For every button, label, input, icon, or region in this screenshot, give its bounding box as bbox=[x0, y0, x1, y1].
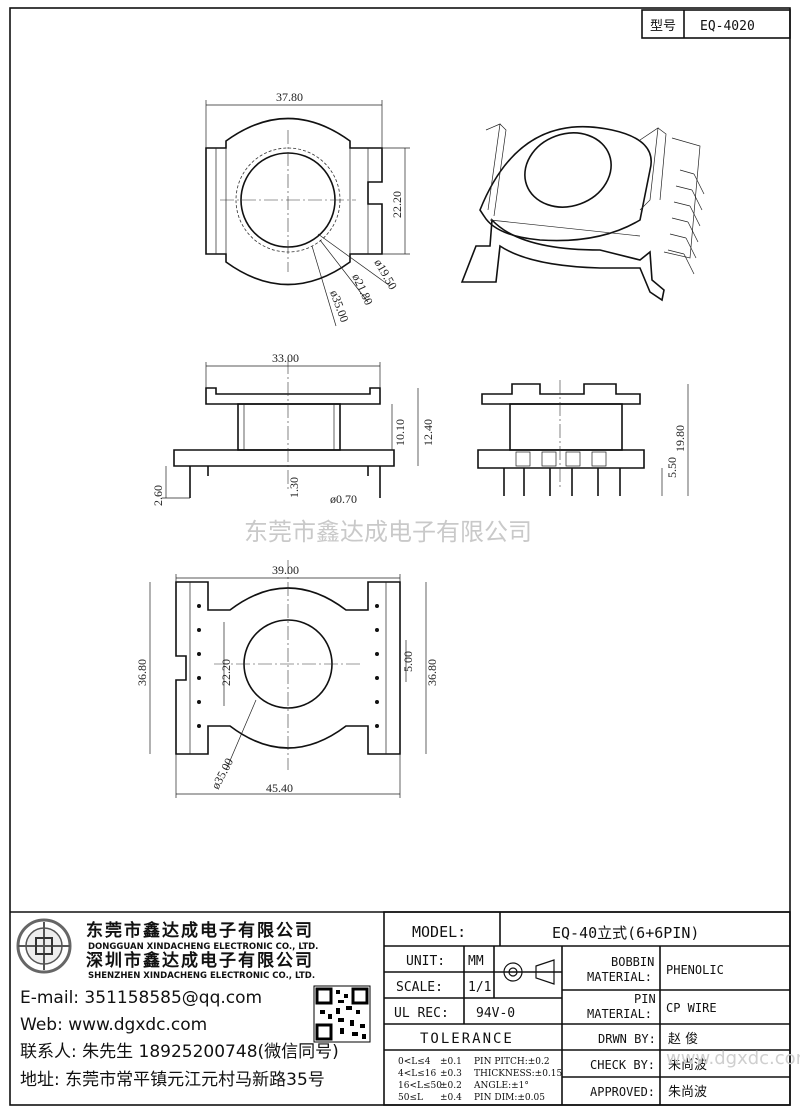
dim-bottom-height-right: 36.80 bbox=[425, 659, 439, 686]
unit-value: MM bbox=[468, 954, 484, 969]
tol-spec: ANGLE:±1° bbox=[473, 1081, 529, 1091]
pin-label-1: PIN bbox=[634, 992, 656, 1006]
company-name-1: 东莞市鑫达成电子有限公司 bbox=[86, 920, 314, 941]
pin-label-2: MATERIAL: bbox=[587, 1007, 652, 1021]
company-name-2-en: SHENZHEN XINDACHENG ELECTRONIC CO., LTD. bbox=[88, 971, 315, 981]
company-address: 地址: 东莞市常平镇元江元村马新路35号 bbox=[20, 1070, 325, 1090]
company-contact: 联系人: 朱先生 18925200748(微信同号) bbox=[20, 1042, 339, 1062]
tol-spec: PIN PITCH:±0.2 bbox=[474, 1057, 550, 1067]
title-block: MODEL: EQ-40立式(6+6PIN) UNIT: MM SCALE: 1… bbox=[383, 911, 800, 1106]
model-label: MODEL: bbox=[412, 923, 466, 941]
type-label: 型号 bbox=[650, 19, 676, 34]
company-name-2: 深圳市鑫达成电子有限公司 bbox=[86, 950, 314, 971]
model-header: 型号 EQ-4020 bbox=[641, 9, 791, 39]
company-email: E-mail: 351158585@qq.com bbox=[20, 988, 262, 1008]
pin-value: CP WIRE bbox=[666, 1001, 717, 1015]
dim-side-h2: 12.40 bbox=[421, 419, 435, 446]
tol-value: ±0.4 bbox=[440, 1093, 462, 1103]
approved-value: 朱尚波 bbox=[668, 1085, 707, 1100]
company-logo bbox=[16, 918, 72, 974]
company-block: 东莞市鑫达成电子有限公司 DONGGUAN XINDACHENG ELECTRO… bbox=[16, 918, 371, 1090]
bottom-view: 39.00 36.80 36.80 22.20 5.00 ø35.00 45.4… bbox=[135, 560, 439, 798]
dim-side-pin-dia: ø0.70 bbox=[330, 492, 357, 506]
dim-bottom-height-left: 36.80 bbox=[135, 659, 149, 686]
tol-spec: THICKNESS:±0.15 bbox=[474, 1069, 563, 1079]
company-web: Web: www.dgxdc.com bbox=[20, 1015, 207, 1035]
dim-end-pin: 5.50 bbox=[665, 457, 679, 478]
projection-symbol-icon bbox=[500, 959, 555, 985]
tol-range: 0<L≤4 bbox=[398, 1057, 431, 1067]
dim-side-h1: 10.10 bbox=[393, 419, 407, 446]
qr-code bbox=[313, 985, 371, 1043]
dim-dia-inner: ø19.50 bbox=[371, 257, 400, 293]
tol-spec: PIN DIM:±0.05 bbox=[474, 1093, 545, 1103]
type-value: EQ-4020 bbox=[700, 19, 755, 34]
dim-bottom-total: 45.40 bbox=[266, 781, 293, 795]
isometric-view bbox=[460, 123, 705, 302]
watermark-small: www.dgxdc.com bbox=[666, 1048, 800, 1069]
drwn-label: DRWN BY: bbox=[598, 1032, 656, 1046]
top-view: 37.80 22.20 ø19.50 ø21.80 ø35.00 bbox=[205, 90, 410, 327]
dim-dia-outer: ø35.00 bbox=[327, 288, 351, 324]
tolerance-label: TOLERANCE bbox=[420, 1031, 514, 1047]
dim-side-width: 33.00 bbox=[272, 351, 299, 365]
tol-value: ±0.3 bbox=[440, 1069, 462, 1079]
watermark: 东莞市鑫达成电子有限公司 bbox=[244, 518, 532, 546]
dim-bottom-inner: 22.20 bbox=[219, 659, 233, 686]
scale-value: 1/1 bbox=[468, 980, 491, 995]
bobbin-value: PHENOLIC bbox=[666, 963, 724, 977]
model-value: EQ-40立式(6+6PIN) bbox=[552, 924, 699, 942]
company-name-1-en: DONGGUAN XINDACHENG ELECTRONIC CO., LTD. bbox=[88, 942, 318, 952]
scale-label: SCALE: bbox=[396, 980, 443, 995]
dim-bottom-dia: ø35.00 bbox=[208, 756, 236, 792]
tol-range: 4<L≤16 bbox=[398, 1069, 437, 1079]
side-view: 33.00 10.10 12.40 2.60 1.30 ø0.70 bbox=[151, 351, 435, 506]
dim-top-height: 22.20 bbox=[390, 191, 404, 218]
drwn-value: 赵 俊 bbox=[668, 1032, 698, 1047]
dim-side-pin-len: 2.60 bbox=[151, 485, 165, 506]
dim-top-width: 37.80 bbox=[276, 90, 303, 104]
dim-side-pin-gap: 1.30 bbox=[287, 477, 301, 498]
ulrec-value: 94V-0 bbox=[476, 1006, 515, 1021]
check-label: CHECK BY: bbox=[590, 1058, 655, 1072]
tol-range: 50≤L bbox=[398, 1093, 423, 1103]
approved-label: APPROVED: bbox=[590, 1085, 655, 1099]
tol-value: ±0.2 bbox=[440, 1081, 462, 1091]
check-value: 朱尚波 bbox=[668, 1058, 707, 1073]
bobbin-label-1: BOBBIN bbox=[611, 955, 654, 969]
dim-dia-mid: ø21.80 bbox=[349, 271, 376, 307]
end-view: 19.80 5.50 bbox=[477, 380, 689, 496]
ulrec-label: UL REC: bbox=[394, 1006, 449, 1021]
bobbin-label-2: MATERIAL: bbox=[587, 970, 652, 984]
dim-bottom-pitch: 5.00 bbox=[401, 651, 415, 672]
tol-value: ±0.1 bbox=[440, 1057, 462, 1067]
tol-range: 16<L≤50 bbox=[398, 1081, 442, 1091]
dim-bottom-width: 39.00 bbox=[272, 563, 299, 577]
unit-label: UNIT: bbox=[406, 954, 445, 969]
dim-end-height: 19.80 bbox=[673, 425, 687, 452]
tolerance-table: 0<L≤4 ±0.1 PIN PITCH:±0.2 4<L≤16 ±0.3 TH… bbox=[398, 1057, 563, 1103]
